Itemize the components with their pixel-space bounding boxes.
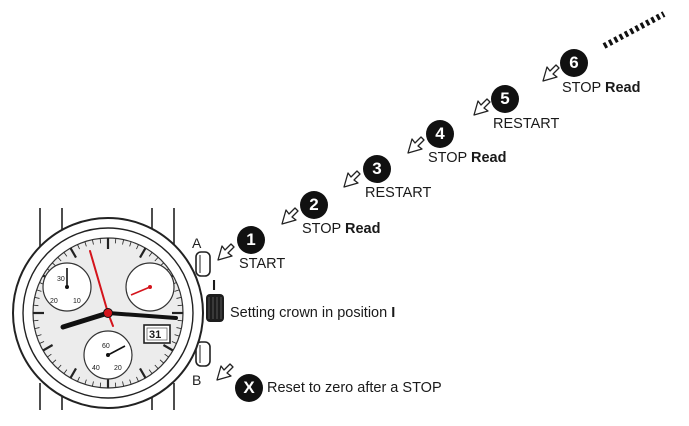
right-subdial — [125, 262, 175, 312]
pusher-a[interactable] — [195, 251, 211, 277]
step-6-badge: 6 — [560, 49, 588, 77]
minute-tick — [177, 319, 183, 322]
minute-tick — [171, 341, 177, 344]
reset-arrow-icon — [216, 363, 234, 381]
minute-tick — [77, 376, 80, 382]
minute-tick — [148, 252, 153, 257]
bottom-subdial-label-20: 20 — [114, 365, 122, 372]
minute-tick — [63, 369, 68, 374]
hour-marker — [139, 247, 147, 259]
hour-hand — [60, 310, 111, 330]
press-arrow-icon — [407, 136, 425, 154]
minute-tick — [34, 327, 40, 329]
bottom-subdial — [83, 330, 133, 380]
press-arrow-icon — [473, 98, 491, 116]
minute-tick — [47, 353, 52, 358]
minute-tick — [63, 252, 68, 257]
minute-tick — [92, 239, 94, 245]
minute-tick — [36, 289, 42, 292]
step-5-badge: 5 — [491, 85, 519, 113]
minute-tick — [136, 376, 139, 382]
step-2-text: STOP Read — [302, 221, 381, 237]
bottom-subdial-label-40: 40 — [92, 365, 100, 372]
step-2-badge: 2 — [300, 191, 328, 219]
step-4-text: STOP Read — [428, 150, 507, 166]
step-6-text: STOP Read — [562, 80, 641, 96]
setting-crown[interactable] — [206, 294, 224, 322]
crown-instruction: Setting crown in position I — [230, 305, 396, 321]
step-5-text: RESTART — [493, 116, 560, 132]
minute-tick — [164, 353, 169, 358]
minute-tick — [148, 369, 153, 374]
left-subdial-label-10: 10 — [73, 298, 81, 305]
minute-tick — [177, 304, 183, 307]
left-subdial-label-20: 20 — [50, 298, 58, 305]
step-1-badge: 1 — [237, 226, 265, 254]
minute-tick — [36, 334, 42, 337]
press-arrow-icon — [217, 243, 235, 261]
strap-top — [39, 208, 175, 248]
minute-tick — [34, 297, 40, 299]
left-subdial — [42, 262, 92, 312]
continuation-dots — [602, 11, 666, 49]
minute-tick — [77, 244, 80, 250]
minute-tick — [129, 241, 132, 247]
crown-position-mark: I — [212, 278, 217, 294]
minute-tick — [176, 297, 182, 299]
minute-tick — [174, 334, 180, 337]
hour-marker — [42, 344, 54, 352]
minute-tick — [154, 256, 159, 262]
step-3-text: RESTART — [365, 185, 432, 201]
minute-tick — [39, 341, 45, 344]
minute-tick — [99, 382, 102, 388]
date-value: 31 — [149, 329, 162, 341]
minute-tick — [159, 359, 165, 364]
reset-badge: X — [235, 374, 263, 402]
minute-tick — [122, 239, 124, 245]
minute-tick — [114, 238, 117, 244]
minute-tick — [33, 319, 39, 322]
minute-tick — [99, 238, 102, 244]
minute-tick — [129, 379, 132, 385]
bottom-subdial-label-60: 60 — [102, 343, 110, 350]
hour-marker — [139, 367, 147, 379]
minute-tick — [154, 364, 159, 370]
pusher-a-label: A — [192, 235, 202, 251]
date-window — [143, 324, 171, 344]
minute-tick — [33, 304, 39, 307]
press-arrows — [216, 64, 560, 381]
minute-tick — [92, 381, 94, 387]
pusher-b[interactable] — [195, 341, 211, 367]
hour-marker — [162, 344, 174, 352]
minute-hand — [106, 311, 178, 320]
minute-tick — [51, 359, 57, 364]
minute-tick — [57, 364, 62, 370]
main-hands — [60, 250, 178, 330]
reset-text: Reset to zero after a STOP — [267, 380, 442, 396]
hour-marker — [69, 247, 77, 259]
minute-tick — [122, 381, 124, 387]
minute-tick — [84, 379, 87, 385]
minute-tick — [136, 244, 139, 250]
pusher-b-label: B — [192, 372, 202, 388]
hour-marker — [69, 367, 77, 379]
minute-tick — [84, 241, 87, 247]
minute-tick — [57, 256, 62, 262]
press-arrow-icon — [281, 207, 299, 225]
minute-tick — [114, 382, 117, 388]
step-1-text: START — [239, 256, 286, 272]
left-subdial-label-30: 30 — [57, 276, 65, 283]
minute-tick — [176, 327, 182, 329]
press-arrow-icon — [343, 170, 361, 188]
strap-bottom — [39, 383, 175, 410]
minute-tick — [174, 289, 180, 292]
press-arrow-icon — [542, 64, 560, 82]
step-4-badge: 4 — [426, 120, 454, 148]
step-3-badge: 3 — [363, 155, 391, 183]
